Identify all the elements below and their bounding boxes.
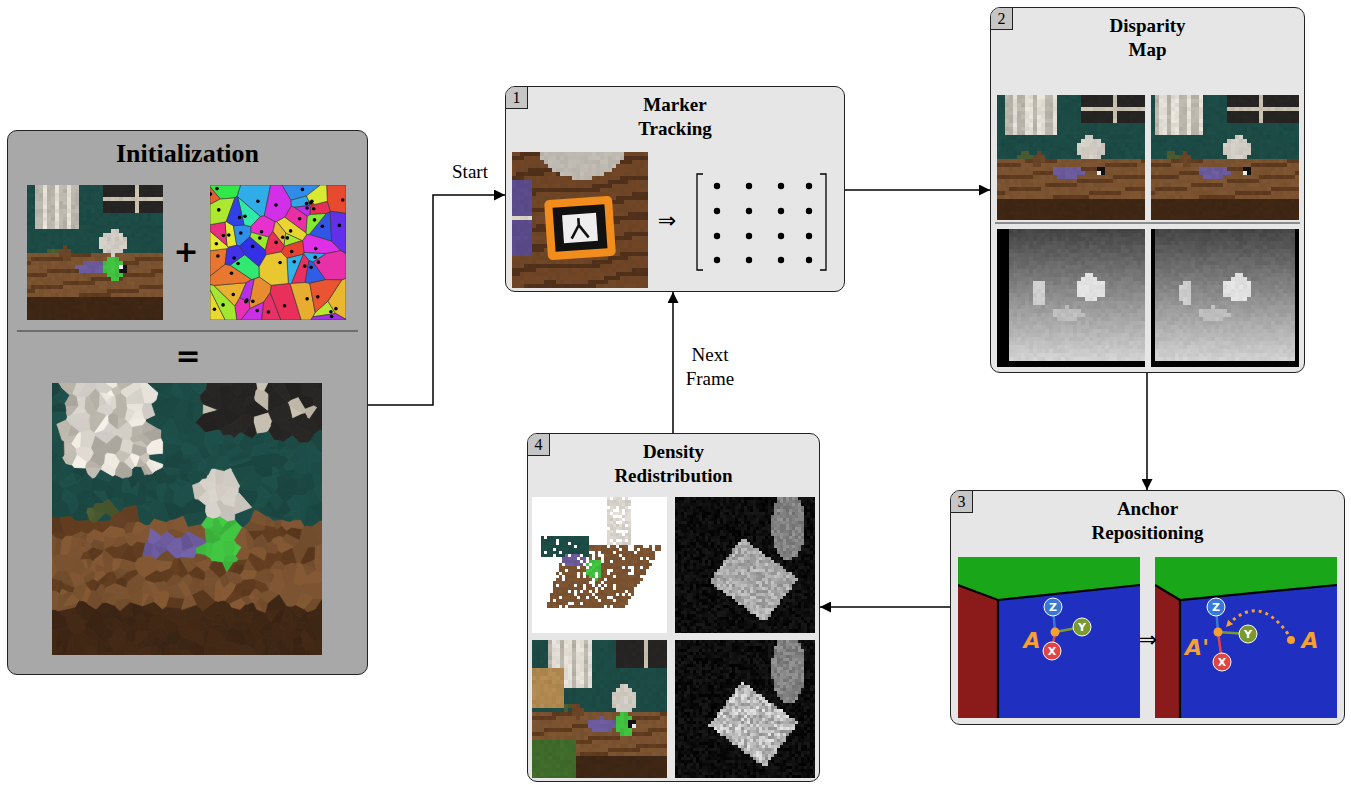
flow-arrow: [1146, 373, 1148, 490]
flow-arrow: [672, 292, 674, 433]
flow-arrow: [845, 189, 990, 191]
flow-arrow: [820, 606, 950, 608]
flow-arrow: [368, 195, 505, 405]
